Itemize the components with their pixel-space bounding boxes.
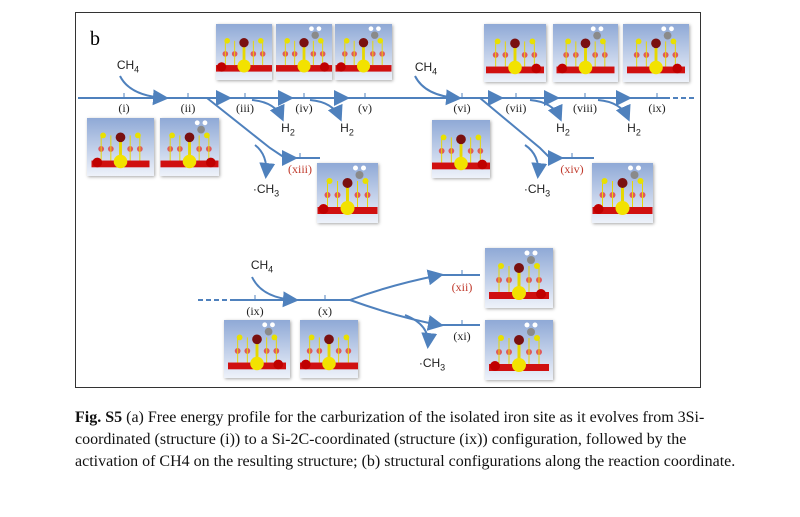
molecule-render [216, 38, 272, 73]
caption-text: (a) Free energy profile for the carburiz… [75, 409, 736, 470]
molecule-render [627, 26, 685, 75]
molecule-render [489, 322, 549, 372]
ch4-arrow-3 [251, 276, 299, 308]
branch-xi [349, 299, 444, 331]
structure-xiii-image [317, 163, 378, 223]
state-label: (i) [118, 101, 130, 115]
molecule-render [276, 26, 332, 73]
h2-label: H2 [281, 121, 295, 138]
ch4-label: CH4 [116, 58, 140, 75]
caption-label: Fig. S5 [75, 409, 123, 426]
molecule-render [228, 322, 286, 371]
figure-caption: Fig. S5 (a) Free energy profile for the … [75, 407, 745, 473]
molecule-render [91, 132, 150, 169]
state-label: (viii) [573, 101, 597, 115]
state-label: (ix) [648, 101, 666, 115]
molecule-render [486, 38, 544, 75]
state-label-xiii: (xiii) [288, 162, 312, 176]
state-label: (x) [318, 304, 332, 318]
ch3-arrow-2 [524, 144, 548, 179]
molecule-render [489, 250, 549, 300]
molecule-render [317, 165, 378, 215]
structure-vi-image [432, 120, 490, 178]
state-label-xi: (xi) [453, 329, 471, 343]
h2-label: H2 [556, 121, 570, 138]
h2-arrow-3 [529, 99, 563, 122]
ch4-arrow-1 [119, 75, 169, 106]
state-label: (iv) [295, 101, 313, 115]
state-label: (vi) [453, 101, 471, 115]
state-label: (ix) [246, 304, 264, 318]
ch3-radical-label: ·CH3 [523, 182, 551, 199]
molecule-render [300, 334, 358, 371]
molecule-render [335, 26, 392, 73]
structure-x-image [300, 320, 358, 378]
structure-iii-image [216, 24, 272, 80]
ch3-radical-label: ·CH3 [252, 182, 280, 199]
structure-ix-lower-image [224, 320, 290, 378]
structure-ix-image [623, 24, 689, 82]
panel-label: b [90, 28, 100, 50]
figure-frame [75, 12, 701, 388]
state-label: (iii) [236, 101, 254, 115]
structure-ii-image [160, 118, 219, 176]
h2-arrow-2 [309, 99, 343, 122]
structure-xiv-image [592, 163, 653, 223]
state-label-xii: (xii) [451, 280, 473, 294]
structure-viii-image [553, 24, 618, 82]
molecule-render [592, 165, 653, 215]
state-label: (ii) [180, 101, 196, 115]
ch3-radical-label: ·CH3 [418, 356, 446, 373]
ch4-arrow-2 [414, 75, 462, 106]
state-label: (vii) [505, 101, 527, 115]
h2-label: H2 [340, 121, 354, 138]
structure-xi-image [485, 320, 553, 380]
ch4-label: CH4 [414, 60, 438, 77]
molecule-render [160, 120, 219, 169]
h2-arrow-1 [251, 99, 285, 122]
state-label: (v) [358, 101, 372, 115]
structure-vii-image [484, 24, 546, 82]
branch-xii [349, 269, 444, 301]
state-label-xiv: (xiv) [560, 162, 584, 176]
structure-v-image [335, 24, 392, 80]
molecule-render [432, 134, 490, 171]
structure-iv-image [276, 24, 332, 80]
ch4-label: CH4 [250, 258, 274, 275]
h2-label: H2 [627, 121, 641, 138]
branch-xiii [206, 97, 320, 159]
structure-xii-image [485, 248, 553, 308]
ch3-arrow-1 [254, 144, 276, 179]
structure-i-image [87, 118, 154, 176]
ch3-arrow-3 [404, 314, 438, 349]
h2-arrow-4 [597, 99, 631, 122]
molecule-render [556, 26, 615, 75]
